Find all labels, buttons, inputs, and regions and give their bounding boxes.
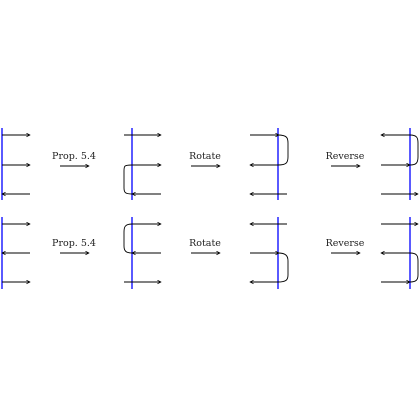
row-bottom-step-prop: Prop. 5.4 (52, 238, 96, 253)
step-label-prop: Prop. 5.4 (52, 151, 96, 162)
row-bottom-diagram-1 (1, 217, 30, 289)
step-label-reverse: Reverse (326, 151, 365, 162)
cap-arc (123, 223, 133, 254)
row-top: Prop. 5.4 Rotate Reverse (1, 128, 419, 200)
step-label-reverse: Reverse (326, 238, 365, 249)
row-top-diagram-1 (1, 128, 30, 200)
cap-arc (123, 164, 161, 195)
row-bottom-step-rotate: Rotate (189, 238, 221, 253)
row-top-diagram-4 (381, 128, 419, 200)
step-label-rotate: Rotate (189, 238, 221, 249)
row-bottom-step-reverse: Reverse (326, 238, 365, 253)
step-label-prop: Prop. 5.4 (52, 238, 96, 249)
row-bottom-diagram-4 (381, 217, 419, 289)
row-top-step-prop: Prop. 5.4 (52, 151, 96, 166)
cap-arc (277, 134, 289, 166)
row-bottom-diagram-2 (123, 217, 161, 289)
row-top-diagram-2 (123, 128, 161, 200)
cap-arc (409, 252, 419, 283)
row-bottom: Prop. 5.4 Rotate Reverse (1, 217, 419, 289)
row-top-step-rotate: Rotate (189, 151, 221, 166)
row-top-step-reverse: Reverse (326, 151, 365, 166)
cap-arc (277, 252, 289, 283)
row-top-diagram-3 (250, 128, 289, 200)
step-label-rotate: Rotate (189, 151, 221, 162)
cap-arc (409, 134, 419, 166)
row-bottom-diagram-3 (250, 217, 289, 289)
